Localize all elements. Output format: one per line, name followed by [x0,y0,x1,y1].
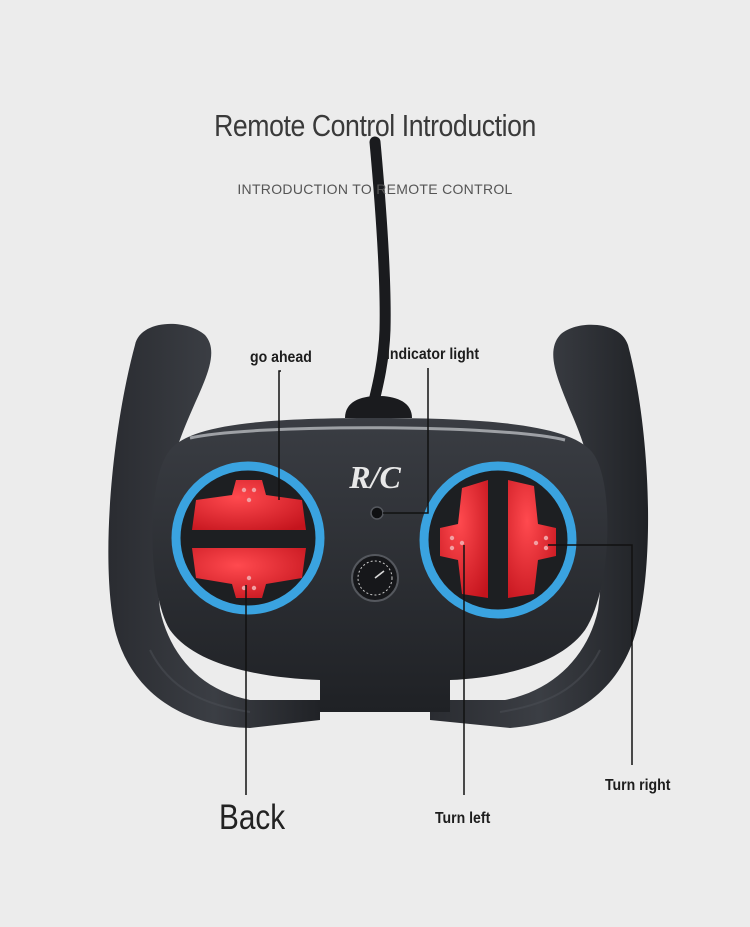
turn-right-button [508,480,556,598]
callout-turn-right: Turn right [605,777,671,794]
turn-left-button [440,480,488,598]
indicator-light [370,506,384,520]
antenna-base [345,396,412,418]
callout-indicator-light: indicator light [386,346,480,363]
callout-back: Back [219,798,286,837]
page-title: Remote Control Introduction [214,108,536,143]
callout-turn-left: Turn left [435,810,491,827]
left-grip [108,323,320,728]
callout-go-ahead: go ahead [250,349,312,366]
antenna [367,136,391,411]
page-subtitle: INTRODUCTION TO REMOTE CONTROL [237,181,513,197]
back-button [192,548,306,598]
right-grip [430,324,649,728]
callout-lines [245,368,633,795]
forward-button [192,480,306,530]
